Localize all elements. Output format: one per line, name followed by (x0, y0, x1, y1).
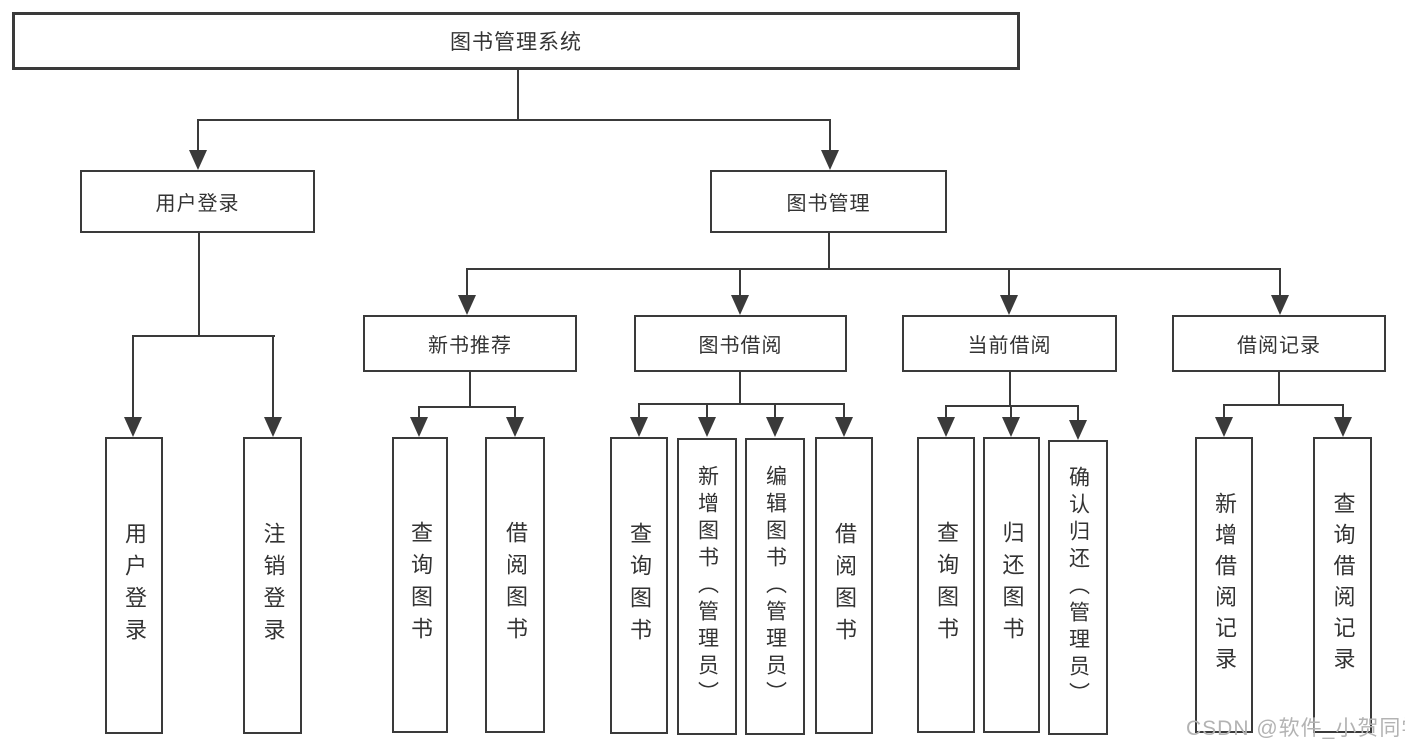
leaf-br-query-record-label: 查询借阅记录 (1330, 492, 1356, 678)
arrowhead-icon (410, 417, 428, 437)
arrowhead-icon (1002, 417, 1020, 437)
node-user-login: 用户登录 (80, 170, 315, 233)
arrowhead-icon (731, 295, 749, 315)
leaf-br-add-record-label: 新增借阅记录 (1212, 492, 1237, 678)
connector-line (466, 268, 1281, 270)
connector-line (514, 406, 516, 422)
leaf-bb-add-book-admin: 新增图书（管理员） (677, 438, 737, 735)
connector-line (1223, 404, 1225, 422)
arrowhead-icon (264, 417, 282, 437)
leaf-cb-return-books: 归还图书 (983, 437, 1040, 733)
leaf-bb-query-books: 查询图书 (610, 437, 668, 734)
connector-line (774, 403, 776, 422)
connector-line (706, 403, 708, 422)
arrowhead-icon (835, 417, 853, 437)
connector-line (132, 335, 275, 337)
leaf-cb-query-books: 查询图书 (917, 437, 975, 733)
connector-line (638, 403, 845, 405)
leaf-cb-confirm-return-admin: 确认归还（管理员） (1048, 440, 1108, 735)
connector-line (197, 119, 831, 121)
leaf-br-query-record: 查询借阅记录 (1313, 437, 1372, 733)
connector-line (945, 405, 1079, 407)
leaf-logout: 注销登录 (243, 437, 302, 734)
connector-line (945, 405, 947, 422)
node-current-borrowing: 当前借阅 (902, 315, 1117, 372)
leaf-logout-label: 注销登录 (260, 521, 286, 650)
arrowhead-icon (766, 417, 784, 437)
arrowhead-icon (189, 150, 207, 170)
node-new-book-recommendation: 新书推荐 (363, 315, 577, 372)
arrowhead-icon (937, 417, 955, 437)
leaf-nbr-borrow-books: 借阅图书 (485, 437, 545, 733)
connector-line (1010, 405, 1012, 422)
connector-line (466, 268, 468, 300)
leaf-bb-query-books-label: 查询图书 (627, 521, 652, 650)
leaf-bb-edit-book-admin-label: 编辑图书（管理员） (763, 465, 787, 708)
leaf-nbr-query-books-label: 查询图书 (408, 521, 433, 649)
leaf-user-login-label: 用户登录 (122, 521, 147, 650)
leaf-nbr-borrow-books-label: 借阅图书 (503, 521, 528, 649)
leaf-nbr-query-books: 查询图书 (392, 437, 448, 733)
connector-line (1009, 372, 1011, 407)
connector-line (198, 233, 200, 337)
connector-line (1278, 372, 1280, 406)
arrowhead-icon (124, 417, 142, 437)
connector-line (843, 403, 845, 422)
connector-line (517, 70, 519, 121)
arrowhead-icon (1334, 417, 1352, 437)
node-library-management-system: 图书管理系统 (12, 12, 1020, 70)
arrowhead-icon (1069, 420, 1087, 440)
connector-line (469, 372, 471, 408)
connector-line (197, 119, 199, 155)
leaf-cb-return-books-label: 归还图书 (999, 521, 1025, 649)
node-borrowing-records: 借阅记录 (1172, 315, 1386, 372)
connector-line (1077, 405, 1079, 424)
leaf-bb-edit-book-admin: 编辑图书（管理员） (745, 438, 805, 735)
connector-line (638, 403, 640, 422)
node-book-borrowing: 图书借阅 (634, 315, 847, 372)
arrowhead-icon (458, 295, 476, 315)
arrowhead-icon (630, 417, 648, 437)
connector-line (1279, 268, 1281, 300)
leaf-bb-borrow-books: 借阅图书 (815, 437, 873, 734)
connector-line (1342, 404, 1344, 422)
connector-line (418, 406, 420, 422)
arrowhead-icon (506, 417, 524, 437)
leaf-cb-confirm-return-admin-label: 确认归还（管理员） (1066, 466, 1090, 709)
leaf-bb-add-book-admin-label: 新增图书（管理员） (695, 465, 719, 708)
arrowhead-icon (698, 417, 716, 437)
connector-line (418, 406, 516, 408)
node-book-management: 图书管理 (710, 170, 947, 233)
connector-line (739, 372, 741, 405)
connector-line (1223, 404, 1344, 406)
arrowhead-icon (1000, 295, 1018, 315)
arrowhead-icon (821, 150, 839, 170)
leaf-br-add-record: 新增借阅记录 (1195, 437, 1253, 733)
leaf-bb-borrow-books-label: 借阅图书 (832, 521, 857, 650)
connector-line (132, 335, 134, 422)
leaf-cb-query-books-label: 查询图书 (934, 521, 959, 649)
connector-line (272, 335, 274, 422)
connector-line (739, 268, 741, 300)
arrowhead-icon (1271, 295, 1289, 315)
connector-line (828, 233, 830, 270)
arrowhead-icon (1215, 417, 1233, 437)
leaf-user-login: 用户登录 (105, 437, 163, 734)
connector-line (1008, 268, 1010, 300)
connector-line (829, 119, 831, 155)
watermark-text: CSDN @软件_小贺同学 (1186, 717, 1405, 740)
